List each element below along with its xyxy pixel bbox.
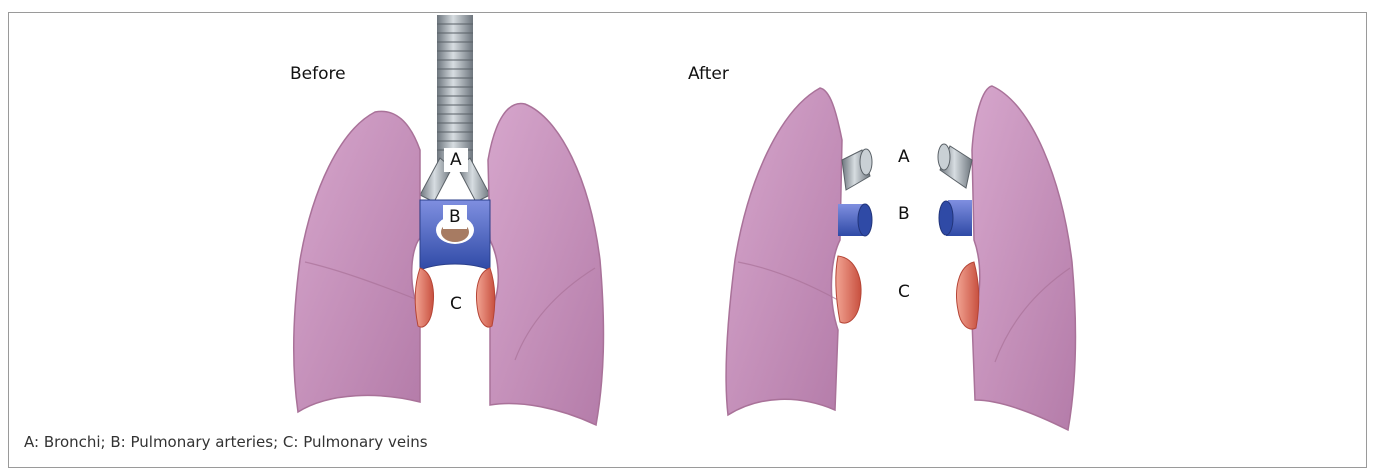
pulmonary-vein-left-after (836, 256, 861, 323)
bronchus-left-after (842, 149, 872, 190)
after-label-c: C (898, 282, 910, 302)
before-label-a: A (450, 150, 462, 170)
before-label-b: B (449, 207, 461, 227)
before-label-c: C (450, 294, 462, 314)
right-lung-after (972, 86, 1075, 430)
pulmonary-vein-left-before (415, 268, 433, 327)
pulmonary-artery-left-after (838, 204, 872, 236)
after-label-a: A (898, 147, 910, 167)
pulmonary-artery-right-after (939, 200, 972, 236)
left-lung-after (726, 88, 842, 415)
pulmonary-vein-right-before (477, 268, 495, 327)
figure-caption: A: Bronchi; B: Pulmonary arteries; C: Pu… (24, 433, 428, 451)
right-lung-before (488, 103, 603, 425)
bronchus-right-after (938, 144, 972, 188)
trachea (420, 15, 490, 202)
pulmonary-vein-right-after (957, 262, 979, 329)
left-lung-before (294, 111, 420, 412)
after-label-b: B (898, 204, 910, 224)
after-title: After (688, 64, 729, 84)
before-title: Before (290, 64, 346, 84)
